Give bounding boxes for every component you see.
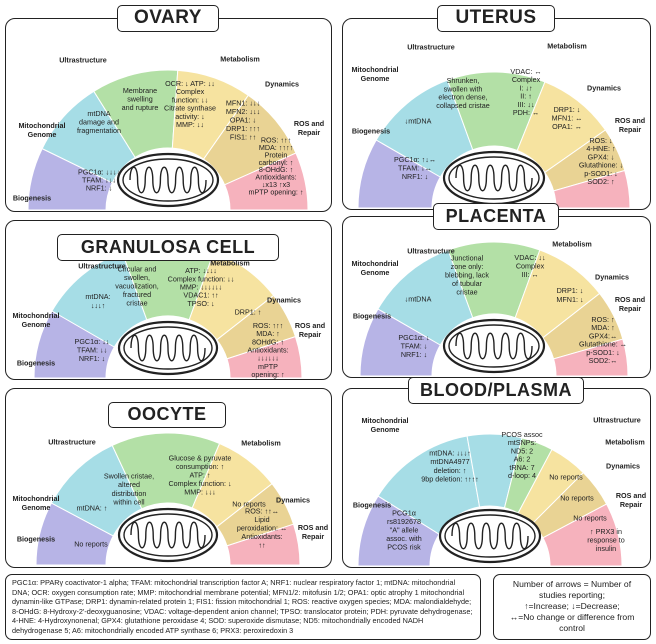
uterus-biogenesis-text: PGC1α: ↑↓↔TFAM: ↓↔NRF1: ↓ [394, 155, 436, 181]
granulosa-label-dynamics: Dynamics [267, 296, 301, 305]
blood-mitochondrion-icon [438, 508, 542, 564]
arrow-legend: Number of arrows = Number of studies rep… [493, 574, 651, 640]
uterus-ros-text: ROS: ↓4-HNE: ↑GPX4: ↓Glutathione: ↓p-SOD… [579, 136, 623, 186]
blood-metabolism-text: No reports [560, 494, 594, 503]
placenta-label-dynamics: Dynamics [595, 273, 629, 282]
placenta-dynamics-text: DRP1: ↓MFN1: ↓ [556, 286, 583, 304]
oocyte-genome-text: mtDNA: ↑ [77, 504, 108, 513]
oocyte-biogenesis-text: No reports [74, 540, 108, 549]
uterus-dynamics-text: DRP1: ↓MFN1: ↔OPA1: ↔ [552, 105, 583, 131]
title-placenta: PLACENTA [433, 203, 559, 230]
granulosa-genome-text: mtDNA:↓↓↓↑ [85, 292, 110, 310]
uterus-label-metabolism: Metabolism [547, 42, 587, 51]
title-blood: BLOOD/PLASMA [408, 377, 584, 404]
granulosa-label-biogenesis: Biogenesis [17, 359, 55, 368]
placenta-label-biogenesis: Biogenesis [353, 312, 391, 321]
uterus-label-dynamics: Dynamics [587, 84, 621, 93]
blood-label-ultrastructure: Ultrastructure [593, 416, 641, 425]
blood-label-dynamics: Dynamics [606, 462, 640, 471]
title-uterus: UTERUS [437, 5, 555, 32]
granulosa-ros-text: ROS: ↑↑↑MDA: ↑8OHdG: ↑Antioxidants:↓↓↓↓↓… [247, 321, 288, 379]
title-ovary: OVARY [117, 5, 219, 32]
title-oocyte: OOCYTE [108, 402, 226, 428]
arrow-legend-text: Number of arrows = Number of studies rep… [509, 579, 635, 633]
ovary-label-ultrastructure: Ultrastructure [59, 56, 107, 65]
ovary-biogenesis-text: PGC1α: ↓↓↓↓TFAM: ↓↓↓NRF1: ↓ [78, 167, 120, 192]
placenta-label-ultrastructure: Ultrastructure [407, 247, 455, 256]
granulosa-label-metabolism: Metabolism [210, 259, 250, 268]
oocyte-mitochondrion-icon [117, 507, 219, 563]
blood-label-metabolism: Metabolism [605, 438, 645, 447]
placenta-biogenesis-text: PGC1α: ↓TFAM: ↓NRF1: ↓ [398, 333, 429, 359]
placenta-genome-text: ↓mtDNA [405, 295, 432, 304]
ovary-mitochondrion-icon [116, 152, 220, 208]
blood-ultrastructure-text: No reports [549, 473, 583, 482]
uterus-genome-text: ↓mtDNA [405, 117, 432, 126]
oocyte-label-biogenesis: Biogenesis [17, 535, 55, 544]
granulosa-metabolism-text: ATP: ↓↓↓↓Complex function: ↓↓MMP: ↓↓↓↓↓↓… [168, 266, 235, 308]
uterus-mitochondrion-icon [442, 150, 546, 206]
granulosa-dynamics-text: DRP1: ↑ [235, 308, 262, 317]
oocyte-label-dynamics: Dynamics [276, 496, 310, 505]
ovary-dynamics-text: MFN1: ↓↓↓MFN2: ↓↓↓OPA1: ↓DRP1: ↑↑↑FIS1: … [226, 99, 260, 142]
placenta-mitochondrion-icon [442, 318, 546, 374]
ovary-label-dynamics: Dynamics [265, 80, 299, 89]
granulosa-label-ultrastructure: Ultrastructure [78, 262, 126, 271]
uterus-label-ultrastructure: Ultrastructure [407, 43, 455, 52]
title-granulosa: GRANULOSA CELL [57, 234, 279, 261]
granulosa-mitochondrion-icon [117, 320, 219, 376]
oocyte-label-metabolism: Metabolism [241, 439, 281, 448]
uterus-label-biogenesis: Biogenesis [352, 127, 390, 136]
abbreviations-footnote: PGC1α: PPARγ coactivator-1 alpha; TFAM: … [5, 574, 481, 640]
oocyte-dynamics-text: No reports [232, 500, 266, 509]
granulosa-biogenesis-text: PGC1α: ↓↓TFAM: ↓↓NRF1: ↓ [75, 337, 110, 363]
blood-dynamics-text: No reports [573, 514, 607, 523]
placenta-label-metabolism: Metabolism [552, 240, 592, 249]
ovary-label-biogenesis: Biogenesis [13, 194, 51, 203]
blood-label-biogenesis: Biogenesis [353, 501, 391, 510]
ovary-label-metabolism: Metabolism [220, 55, 260, 64]
oocyte-label-ultrastructure: Ultrastructure [48, 438, 96, 447]
placenta-ros-text: ROS: ↑MDA: ↑GPX4:↔Glutathione: ↔p-SOD1: … [579, 315, 627, 365]
